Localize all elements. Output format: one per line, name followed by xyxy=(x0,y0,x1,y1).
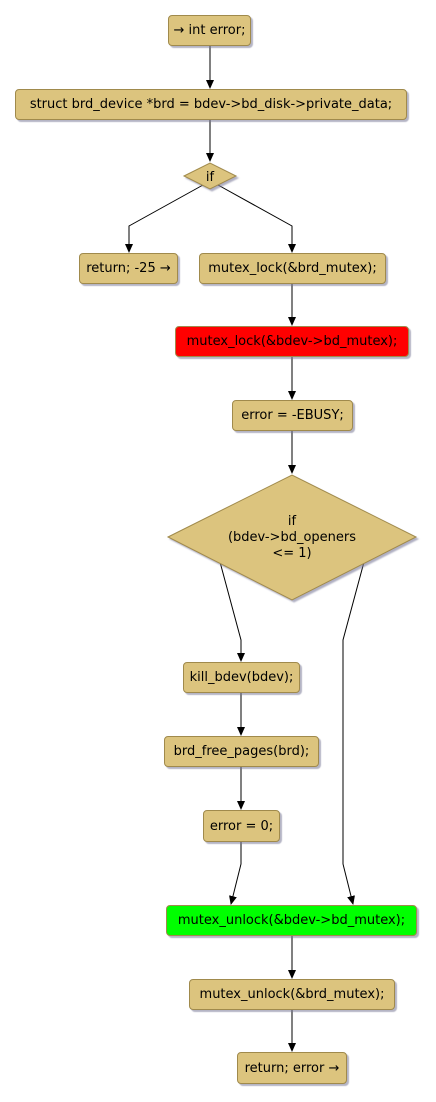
node-mutex-lock-bdev: mutex_lock(&bdev->bd_mutex); xyxy=(175,326,409,357)
node-mutex-lock-brd: mutex_lock(&brd_mutex); xyxy=(199,253,386,284)
edge-if1-to-return xyxy=(125,184,204,253)
decision-if2-label-line2: (bdev->bd_openers xyxy=(228,530,356,545)
node-return-error: return; error → xyxy=(237,1052,347,1084)
node-error-ebusy: error = -EBUSY; xyxy=(232,400,353,431)
decision-if2-label-line1: if xyxy=(288,514,297,529)
edge-if2-to-unlock-bdev xyxy=(342,561,365,905)
decision-if2-shape xyxy=(166,474,418,601)
node-error-zero: error = 0; xyxy=(203,810,280,842)
edge-if1-to-mutex-lock xyxy=(217,184,296,253)
decision-if1-shape xyxy=(182,162,238,190)
node-mutex-unlock-bdev: mutex_unlock(&bdev->bd_mutex); xyxy=(166,905,417,936)
node-mutex-unlock-brd: mutex_unlock(&brd_mutex); xyxy=(189,979,395,1010)
node-start: → int error; xyxy=(168,15,251,46)
decision-if2-label-line3: <= 1) xyxy=(272,546,311,561)
node-assign-brd: struct brd_device *brd = bdev->bd_disk->… xyxy=(15,89,407,120)
node-kill-bdev: kill_bdev(bdev); xyxy=(183,662,300,693)
edge-if2-to-kill xyxy=(219,561,245,662)
node-brd-free-pages: brd_free_pages(brd); xyxy=(164,736,319,767)
decision-if1-label: if xyxy=(206,170,215,185)
edge-error-zero-to-unlock-bdev xyxy=(229,842,242,905)
node-return-early: return; -25 → xyxy=(79,253,178,284)
